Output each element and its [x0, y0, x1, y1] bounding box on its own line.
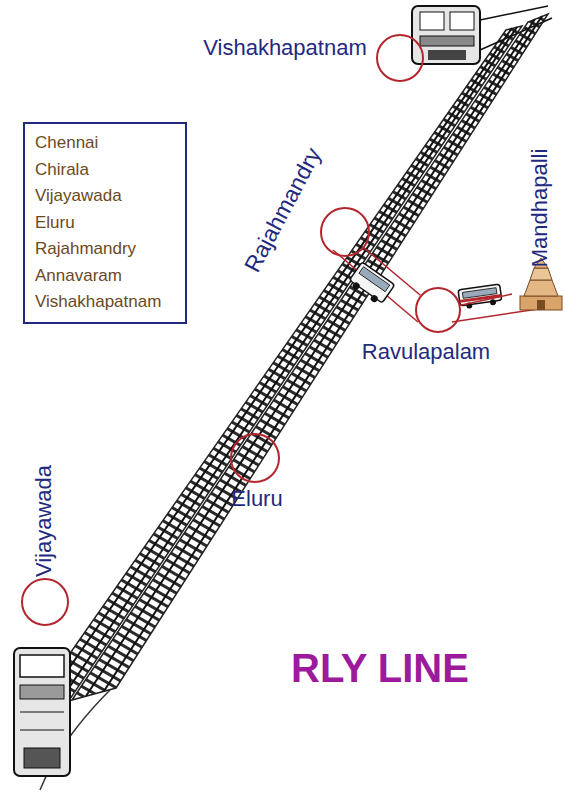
route-connector: [364, 248, 420, 295]
list-item: Rajahmandry: [35, 236, 175, 263]
route-connector: [461, 294, 513, 305]
station-name: Rajahmandry: [241, 144, 326, 276]
temple-node: Mandhapalli: [512, 160, 566, 315]
rail: [104, 16, 542, 691]
wheel: [490, 299, 497, 306]
bus-body: [349, 262, 394, 303]
list-item: Eluru: [35, 210, 175, 237]
panel: [420, 36, 474, 46]
rail-track: [22, 14, 548, 790]
list-item: Chennai: [35, 130, 175, 157]
bumper: [428, 50, 466, 60]
route-line: [333, 250, 418, 322]
track-left: [22, 26, 522, 722]
station-circle: Ravulapalam: [415, 287, 461, 333]
window: [20, 655, 64, 677]
train-body-line: [480, 6, 552, 50]
bus-route: [333, 250, 545, 322]
temple-door: [537, 300, 545, 310]
station-list-box: ChennaiChiralaVijayawadaEluruRajahmandry…: [23, 122, 187, 324]
bumper: [24, 748, 60, 768]
window: [450, 12, 474, 30]
temple-tier: [524, 280, 558, 296]
temple-base: [520, 296, 562, 310]
panel: [20, 685, 64, 699]
wheel: [369, 294, 379, 304]
wheel: [351, 281, 361, 291]
station-circle: Rajahmandry: [320, 207, 370, 257]
stripe: [20, 712, 64, 713]
station-name: Eluru: [231, 488, 282, 510]
stripe: [20, 730, 64, 731]
diagram-title: RLY LINE: [291, 648, 469, 688]
rail: [86, 19, 535, 696]
bus-window: [359, 267, 390, 292]
window: [420, 12, 444, 30]
list-item: Chirala: [35, 157, 175, 184]
station-name: Mandhapalli: [529, 149, 551, 268]
list-item: Vijayawada: [35, 183, 175, 210]
station-name: Vijayawada: [33, 465, 55, 577]
station-circle: Vijayawada: [21, 578, 69, 626]
station-circle: Vishakhapatnam: [376, 34, 424, 82]
bus-icon: [347, 262, 395, 307]
bus-body: [458, 284, 502, 306]
station-name: Ravulapalam: [362, 341, 490, 363]
station-circle: Eluru: [230, 433, 280, 483]
locomotive: [14, 648, 70, 776]
train-top: [412, 6, 552, 64]
station-name: Vishakhapatnam: [203, 37, 367, 59]
wheel: [466, 302, 473, 309]
track-right: [72, 14, 548, 700]
train-bottom: [14, 648, 70, 776]
temple-tier: [530, 268, 552, 280]
bus-icon: [458, 284, 502, 310]
list-item: Annavaram: [35, 263, 175, 290]
list-item: Vishakhapatnam: [35, 289, 175, 316]
